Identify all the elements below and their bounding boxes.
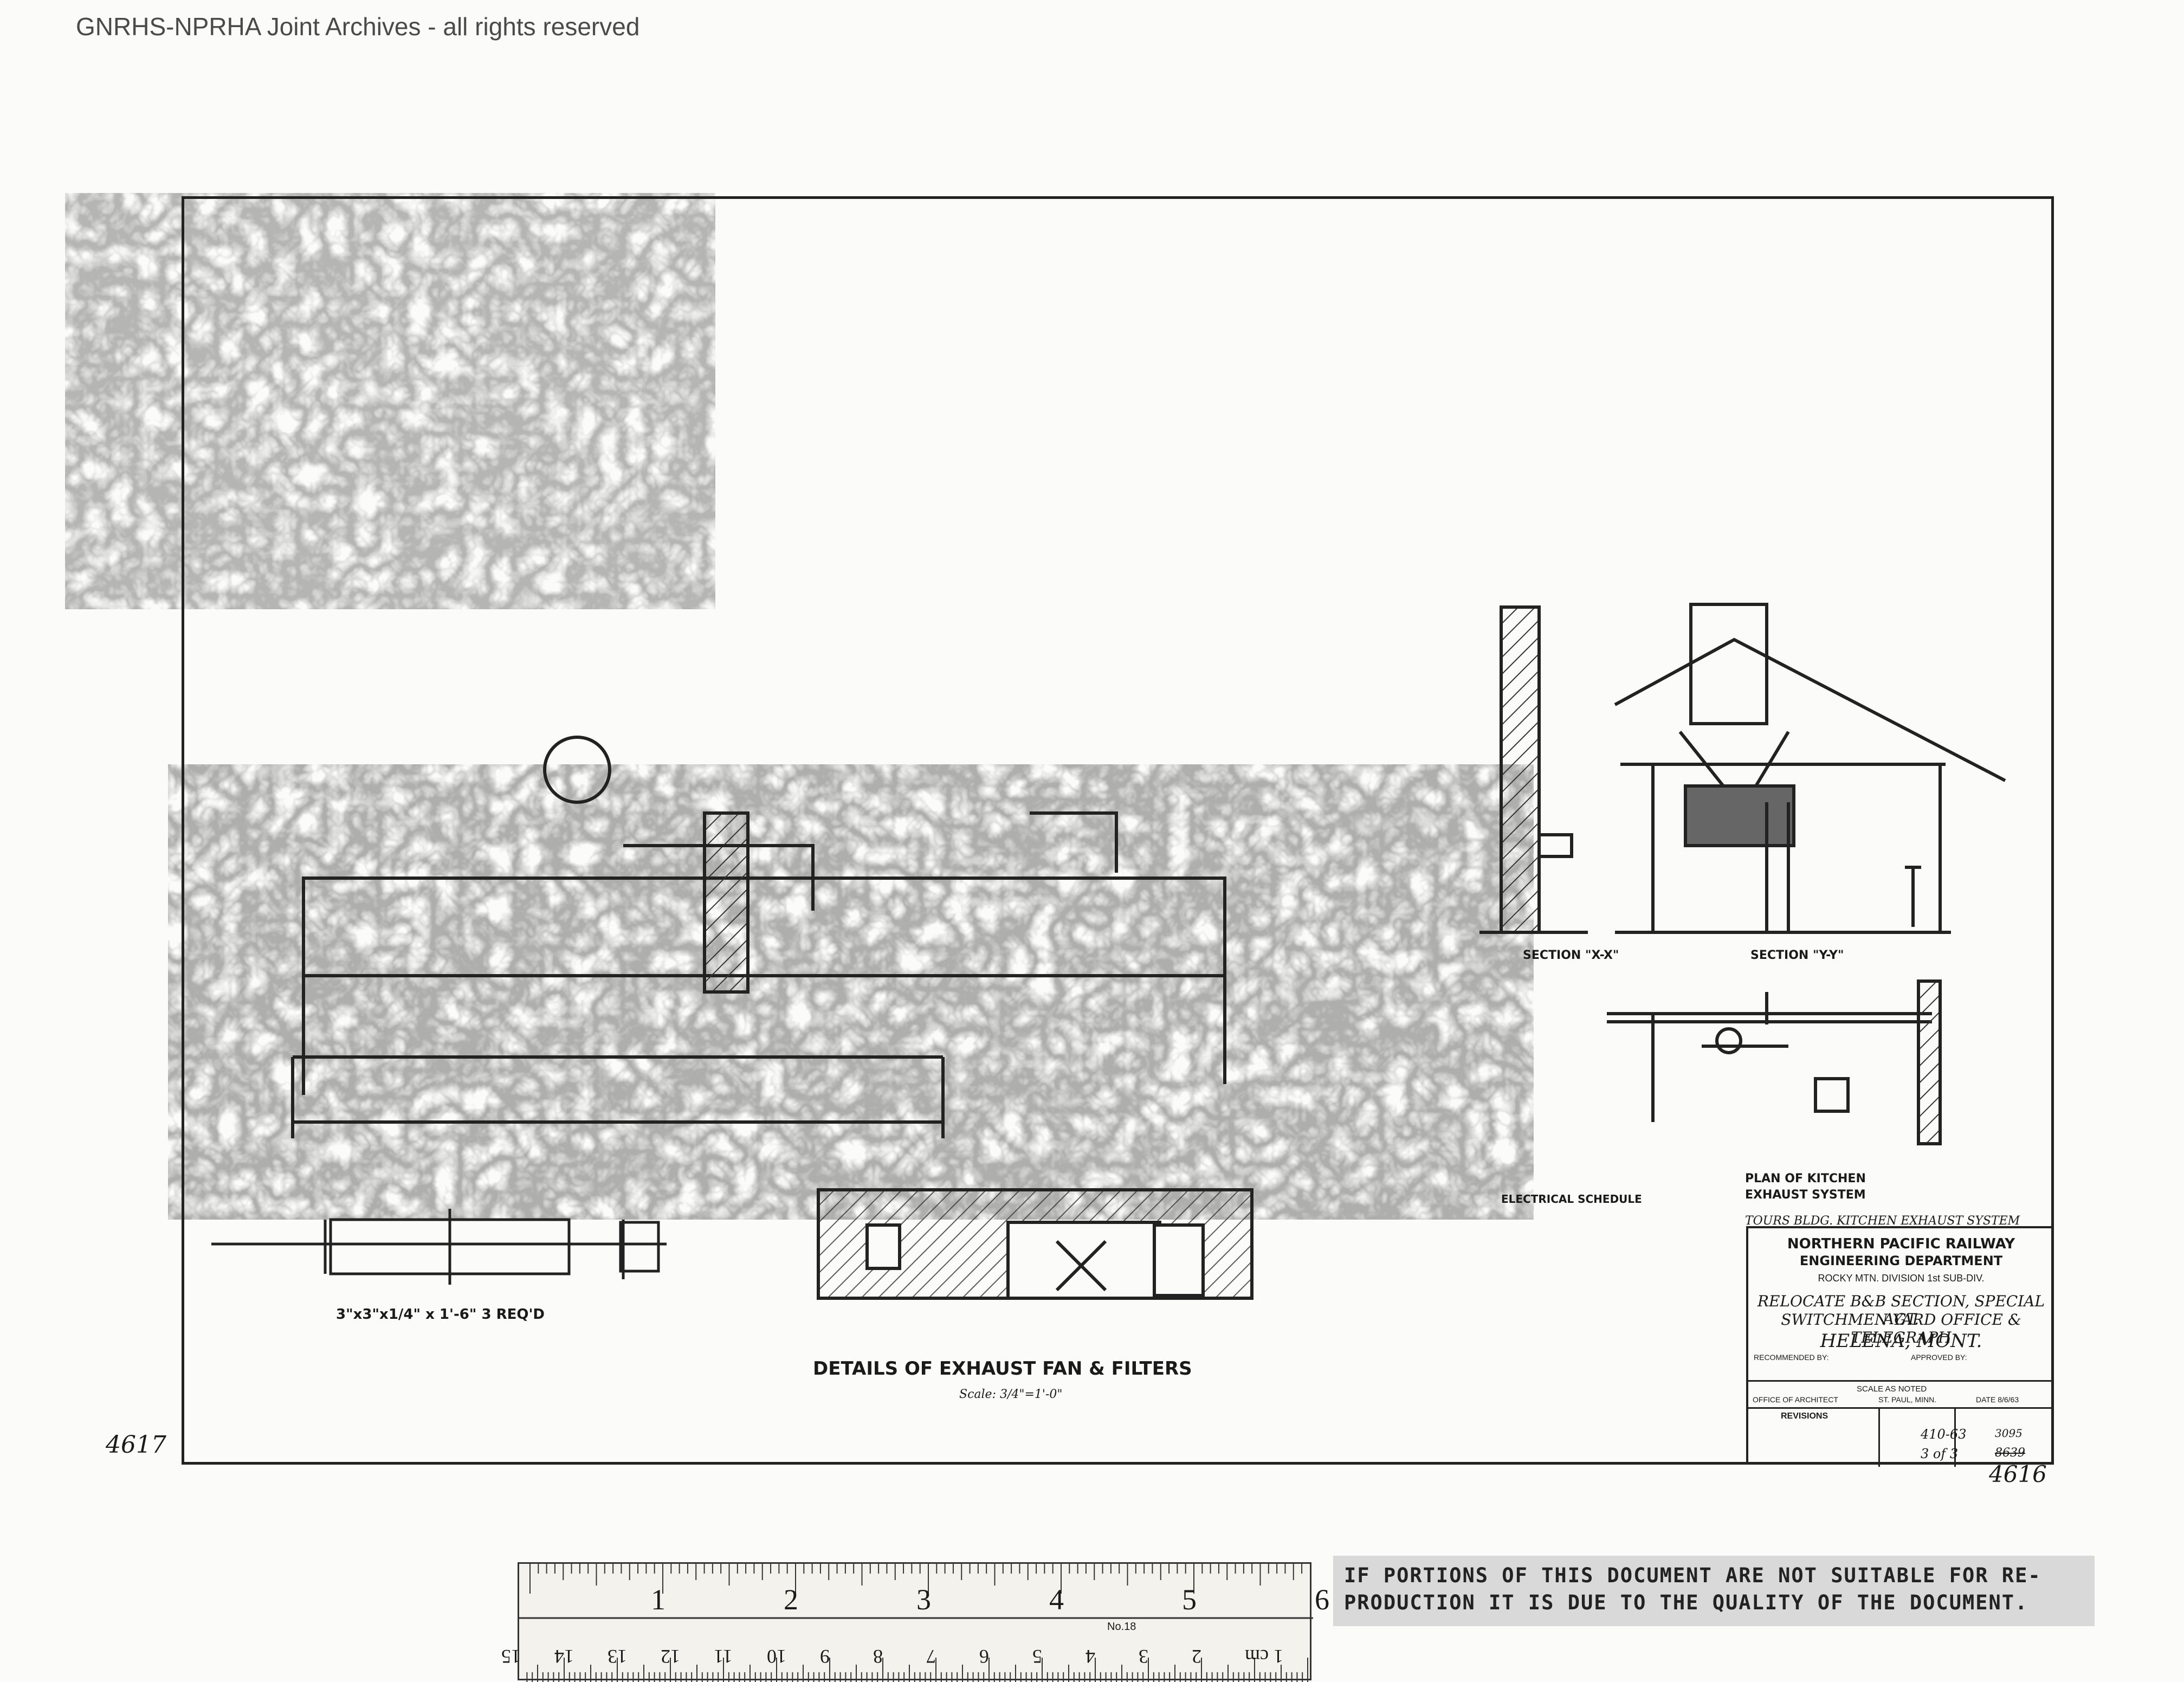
scale-label: SCALE AS NOTED (1857, 1384, 1927, 1394)
smudge-top-left (119, 228, 661, 575)
cm-label: 4 (1085, 1646, 1095, 1667)
exhaust-hood-elevation (291, 736, 1226, 1138)
inch-label: 2 (784, 1583, 798, 1616)
division-line: ROCKY MTN. DIVISION 1st SUB-DIV. (1818, 1273, 1985, 1284)
drawing-title-line1: RELOCATE B&B SECTION, SPECIAL AGT. (1757, 1292, 2045, 1328)
department-name: ENGINEERING DEPARTMENT (1799, 1253, 2003, 1268)
details-title: DETAILS OF EXHAUST FAN & FILTERS (813, 1358, 1192, 1380)
company-name: NORTHERN PACIFIC RAILWAY (1787, 1236, 2015, 1252)
plan-kitchen-exhaust (1607, 979, 1942, 1145)
details-scale: Scale: 3/4"=1'-0" (959, 1388, 1063, 1401)
city-label: ST. PAUL, MINN. (1878, 1395, 1937, 1404)
cm-label: 3 (1139, 1646, 1148, 1667)
recommended-label: RECOMMENDED BY: (1754, 1353, 1829, 1362)
cm-label: 7 (926, 1646, 936, 1667)
cm-label: 14 (554, 1646, 574, 1667)
cm-label: 5 (1032, 1646, 1042, 1667)
drawing-title-line2: SWITCHMEN YARD OFFICE & TELEGRAPH (1781, 1311, 2021, 1346)
angle-note: 3"x3"x1/4" x 1'-6" 3 REQ'D (336, 1306, 545, 1323)
exhaust-fan-details (817, 1188, 1253, 1300)
inch-label: 4 (1049, 1583, 1064, 1616)
cm-label: 8 (873, 1646, 883, 1667)
file-number: 8639 (1995, 1446, 2025, 1460)
inch-label: 3 (916, 1583, 931, 1616)
inch-label: 1 (651, 1583, 665, 1616)
location-line: HELENA, MONT. (1820, 1330, 1982, 1352)
cm-label: 6 (979, 1646, 989, 1667)
plan-title: PLAN OF KITCHEN EXHAUST SYSTEM (1745, 1172, 1866, 1202)
sheet-number: 3 of 3 (1921, 1446, 1959, 1461)
afe-number: 410-63 (1921, 1427, 1967, 1442)
corner-number: 4616 (1989, 1461, 2047, 1487)
office-label: OFFICE OF ARCHITECT (1753, 1395, 1838, 1404)
archive-watermark: GNRHS-NPRHA Joint Archives - all rights … (76, 12, 640, 41)
section-x-chimney (1479, 605, 1588, 934)
inch-label: 6 (1315, 1583, 1329, 1616)
approved-label: APPROVED BY: (1911, 1353, 1967, 1362)
cm-label: 10 (767, 1646, 786, 1667)
title-block: NORTHERN PACIFIC RAILWAY ENGINEERING DEP… (1746, 1226, 2054, 1467)
cm-label: 9 (820, 1646, 830, 1667)
cm-label: 2 (1192, 1646, 1201, 1667)
section-y-label: SECTION "Y-Y" (1750, 949, 1844, 962)
cm-label: 1 cm (1245, 1646, 1283, 1667)
ruler-model: No.18 (1107, 1621, 1136, 1633)
cm-label: 15 (501, 1646, 521, 1667)
date-label: DATE 8/6/63 (1976, 1395, 2019, 1404)
notice-line-2: PRODUCTION IT IS DUE TO THE QUALITY OF T… (1344, 1591, 2028, 1614)
cm-label: 12 (661, 1646, 680, 1667)
revisions-label: REVISIONS (1781, 1412, 1828, 1421)
drawing-sheet-border (182, 196, 2054, 1465)
section-x-label: SECTION "X-X" (1523, 949, 1619, 962)
side-note: TOURS BLDG. KITCHEN EXHAUST SYSTEM (1745, 1214, 2020, 1228)
cm-label: 11 (714, 1646, 733, 1667)
section-y-building (1614, 603, 2006, 934)
smudge-center (282, 802, 1420, 1182)
cm-label: 13 (608, 1646, 627, 1667)
notice-line-1: IF PORTIONS OF THIS DOCUMENT ARE NOT SUI… (1344, 1564, 2041, 1587)
reproduction-notice: IF PORTIONS OF THIS DOCUMENT ARE NOT SUI… (1333, 1556, 2095, 1626)
angle-iron-detail (211, 1209, 667, 1285)
inch-label: 5 (1182, 1583, 1197, 1616)
electrical-schedule: ELECTRICAL SCHEDULE (1501, 1193, 1642, 1206)
job-number: 3095 (1995, 1427, 2023, 1440)
margin-number: 4617 (106, 1431, 166, 1459)
